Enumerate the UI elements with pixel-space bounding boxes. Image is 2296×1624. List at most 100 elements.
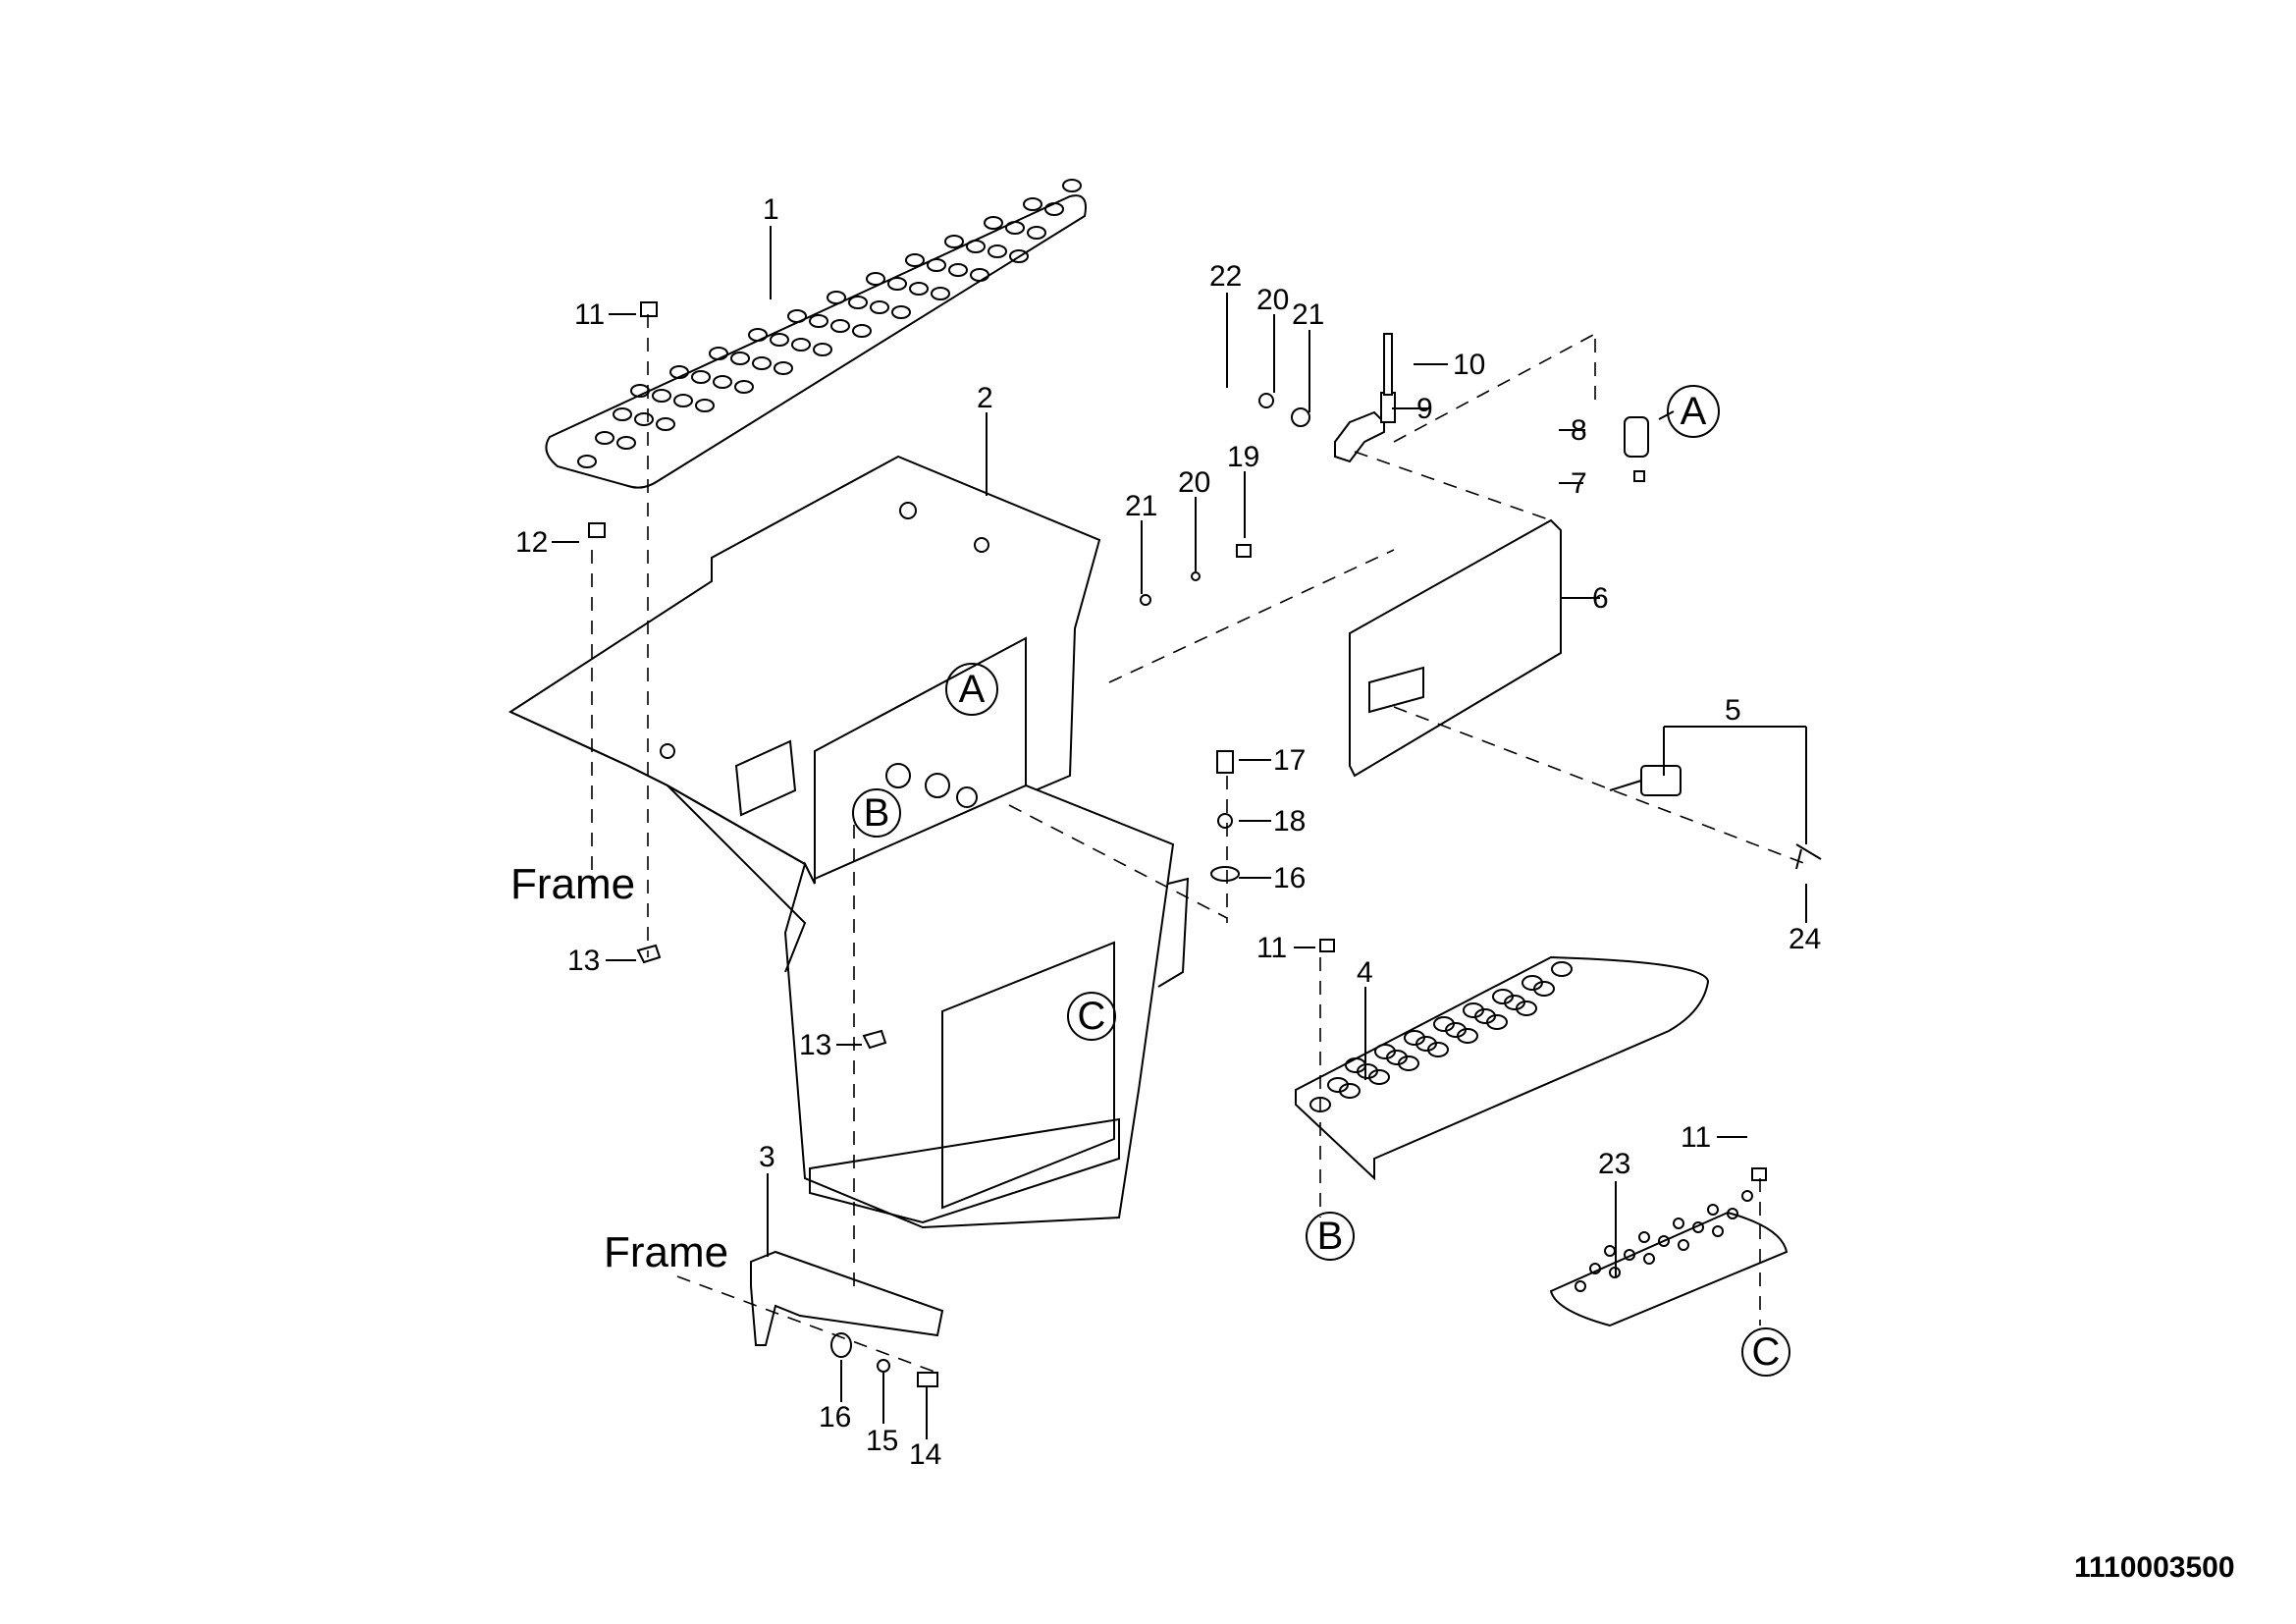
hardware xyxy=(588,301,1822,1387)
plate-hole xyxy=(866,272,885,286)
plate-hole xyxy=(748,328,768,342)
part-label-20: 20 xyxy=(1178,466,1210,499)
leader-lines xyxy=(552,226,1807,1439)
plate-hole xyxy=(1005,221,1025,235)
part-label-22: 22 xyxy=(1209,260,1242,293)
part-3-bracket xyxy=(750,1250,944,1346)
part-label-3: 3 xyxy=(759,1141,775,1173)
plate-hole xyxy=(1643,1253,1655,1265)
plate-hole xyxy=(891,305,911,319)
part-6-cover-panel xyxy=(1349,518,1562,778)
plate-hole xyxy=(1589,1263,1601,1274)
part-label-12: 12 xyxy=(515,526,548,559)
part-label-13: 13 xyxy=(567,945,600,977)
plate-hole xyxy=(944,235,964,248)
plate-hole xyxy=(1678,1239,1689,1251)
part-label-11: 11 xyxy=(1256,932,1287,964)
plate-hole xyxy=(652,389,671,403)
part-label-8: 8 xyxy=(1571,414,1587,447)
ref-c-housing: C xyxy=(1067,992,1116,1041)
plate-hole xyxy=(1712,1225,1724,1237)
part-label-1: 1 xyxy=(763,193,779,226)
part-label-13: 13 xyxy=(799,1029,831,1061)
ref-a-housing: A xyxy=(945,663,998,716)
part-label-4: 4 xyxy=(1357,956,1373,989)
plate-hole xyxy=(1673,1218,1684,1229)
plate-hole xyxy=(634,412,654,426)
plate-hole xyxy=(927,258,946,272)
ref-b-step: B xyxy=(1306,1212,1355,1261)
frame-label: Frame xyxy=(604,1228,728,1276)
plate-hole xyxy=(1638,1231,1650,1243)
reference-markers: A A B B C C xyxy=(852,385,1790,1377)
part-label-14: 14 xyxy=(909,1438,941,1471)
part-label-16: 16 xyxy=(819,1401,851,1434)
ref-a-top-right: A xyxy=(1667,385,1720,438)
plate-hole xyxy=(709,347,728,360)
plate-hole xyxy=(988,244,1007,258)
plate-hole xyxy=(870,300,889,314)
plate-hole xyxy=(909,282,929,296)
plate-hole xyxy=(931,287,950,300)
plate-hole xyxy=(673,394,693,407)
plate-hole xyxy=(1707,1204,1719,1216)
part-4-step xyxy=(1295,955,1710,1181)
svg-text:A: A xyxy=(1681,390,1707,433)
plate-hole xyxy=(1044,202,1064,216)
plate-hole xyxy=(848,296,868,309)
document-number: 1110003500 xyxy=(2074,1551,2235,1584)
plate-hole xyxy=(656,417,675,431)
plate-hole xyxy=(691,370,711,384)
part-2-housing xyxy=(507,455,1190,1229)
frame-label: Frame xyxy=(510,860,635,908)
plate-hole xyxy=(1575,1280,1586,1292)
part-label-16: 16 xyxy=(1273,862,1306,894)
part-label-10: 10 xyxy=(1453,349,1485,381)
plate-hole xyxy=(827,291,846,304)
plate-hole xyxy=(613,407,632,421)
plate-hole xyxy=(1624,1249,1635,1261)
step-hole xyxy=(1551,961,1573,977)
step-hole xyxy=(1374,1044,1396,1059)
plate-hole xyxy=(730,352,750,365)
plate-hole xyxy=(1062,179,1082,192)
svg-text:B: B xyxy=(864,791,890,835)
plate-hole xyxy=(695,399,715,412)
plate-hole xyxy=(905,253,925,267)
plate-hole xyxy=(1727,1208,1738,1219)
part-label-18: 18 xyxy=(1273,805,1306,838)
step-hole xyxy=(1404,1030,1425,1046)
part-label-11: 11 xyxy=(574,298,605,331)
plate-hole xyxy=(887,277,907,291)
step-hole xyxy=(1327,1077,1349,1093)
plate-hole xyxy=(595,431,614,445)
plate-hole xyxy=(1604,1245,1616,1257)
step-hole xyxy=(1522,975,1543,991)
plate-hole xyxy=(970,268,989,282)
part-23-plate xyxy=(1549,1190,1789,1327)
plate-hole xyxy=(616,436,636,450)
part-label-17: 17 xyxy=(1273,744,1306,777)
part-label-19: 19 xyxy=(1227,441,1259,473)
part-label-15: 15 xyxy=(866,1425,898,1457)
plate-hole xyxy=(809,314,828,328)
plate-hole xyxy=(734,380,754,394)
plate-hole xyxy=(669,365,689,379)
part-1-step-plate xyxy=(545,179,1087,489)
part-label-2: 2 xyxy=(977,382,993,414)
svg-text:A: A xyxy=(959,668,986,711)
plate-hole xyxy=(713,375,732,389)
plate-hole xyxy=(791,338,811,352)
step-hole xyxy=(1492,989,1514,1004)
plate-hole xyxy=(948,263,968,277)
plate-hole xyxy=(1027,226,1046,240)
part-label-11: 11 xyxy=(1681,1121,1711,1154)
plate-hole xyxy=(787,309,807,323)
plate-hole xyxy=(630,384,650,398)
part-label-21: 21 xyxy=(1125,490,1157,522)
plate-hole xyxy=(984,216,1003,230)
svg-text:C: C xyxy=(1752,1330,1781,1374)
